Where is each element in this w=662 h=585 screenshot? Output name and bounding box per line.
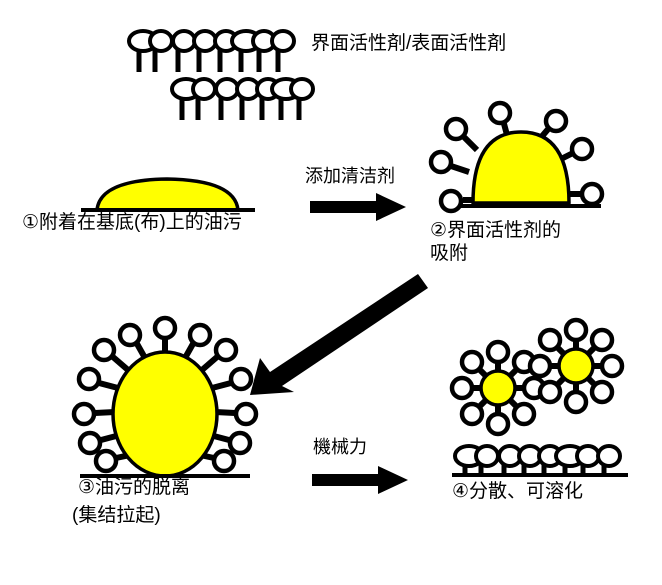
oil-droplet-flat: [95, 177, 240, 212]
micelle-left: [448, 338, 548, 438]
micelle-core: [479, 369, 517, 407]
substrate-surfactant-row: [452, 443, 632, 483]
stage-3-figure: [68, 315, 268, 480]
oil-droplet-ellipse: [111, 350, 219, 478]
oil-droplet-dome: [471, 130, 571, 205]
stage-1-label: ①附着在基底(布)上的油污: [22, 212, 242, 233]
stage-3-label-line1: ③油污的脱离: [78, 477, 191, 498]
stage-3-label-line2: (集结拉起): [72, 505, 161, 526]
diagram-title: 界面活性剤/表面活性剤: [311, 33, 507, 54]
stage-2-label-line1: ②界面活性剂的: [430, 220, 562, 241]
micelle-core: [557, 347, 595, 385]
arrow-detach: [232, 268, 432, 398]
arrow-add-detergent-label: 添加清洁剂: [305, 166, 395, 186]
arrow-add-detergent: [310, 193, 410, 223]
surfactant-row-second: [168, 76, 315, 126]
stage-1-figure: [75, 170, 260, 220]
stage-4-label: ④分散、可溶化: [452, 481, 584, 502]
arrow-mechanical-force: [312, 466, 412, 496]
surfactant-row-top: [125, 28, 296, 78]
stage-2-label-line2: 吸附: [430, 243, 469, 264]
arrow-mechanical-force-label: 機械力: [313, 437, 367, 457]
micelle-right: [526, 316, 626, 416]
stage-2-figure: [425, 100, 615, 220]
